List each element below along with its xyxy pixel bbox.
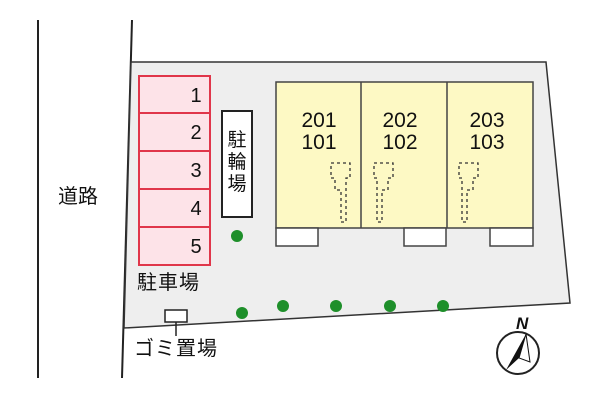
unit-label-2: 202 102 — [365, 110, 435, 154]
stair-outline-3 — [458, 162, 479, 223]
garbage-area-label: ゴミ置場 — [134, 338, 218, 360]
stairs-group — [330, 162, 479, 223]
unit-label-1: 201 101 — [284, 110, 354, 154]
parking-space-number: 3 — [190, 160, 202, 182]
bicycle-parking-char: 輪 — [227, 152, 247, 173]
parking-space-number: 1 — [190, 85, 202, 107]
compass-icon — [496, 331, 540, 375]
building — [275, 81, 534, 229]
unit-number-upper: 201 — [301, 109, 337, 132]
bicycle-parking-char: 駐 — [227, 130, 247, 151]
parking-space-5 — [138, 226, 211, 266]
trees — [231, 230, 449, 319]
car-parking-label: 駐車場 — [137, 272, 200, 294]
bicycle-parking — [221, 110, 253, 218]
entrance-step-1 — [275, 227, 319, 247]
compass-north-label: N — [516, 314, 529, 333]
parking-space-number: 5 — [190, 236, 202, 258]
tree-dot — [231, 230, 243, 242]
unit-number-upper: 203 — [469, 109, 505, 132]
unit-label-3: 203 103 — [452, 110, 522, 154]
tree-dot — [384, 300, 396, 312]
road-label: 道路 — [58, 186, 98, 208]
entrance-step-2 — [403, 227, 447, 247]
parking-spaces — [138, 75, 211, 266]
unit-number-lower: 102 — [382, 131, 418, 154]
parking-space-number: 2 — [190, 122, 202, 144]
parking-space-number: 4 — [190, 198, 202, 220]
tree-dot — [277, 300, 289, 312]
unit-number-upper: 202 — [382, 109, 418, 132]
tree-dot — [437, 300, 449, 312]
parking-space-1 — [138, 75, 211, 114]
unit-number-lower: 101 — [301, 131, 337, 154]
bicycle-parking-char: 場 — [227, 174, 247, 195]
stair-outline-2 — [373, 162, 394, 223]
unit-number-lower: 103 — [469, 131, 505, 154]
stair-outline-1 — [330, 162, 351, 223]
tree-dot — [330, 300, 342, 312]
garbage-box — [164, 309, 188, 323]
parking-space-2 — [138, 112, 211, 152]
entrance-step-3 — [489, 227, 534, 247]
bicycle-parking-label: 駐 輪 場 — [223, 130, 251, 196]
tree-dot — [236, 307, 248, 319]
